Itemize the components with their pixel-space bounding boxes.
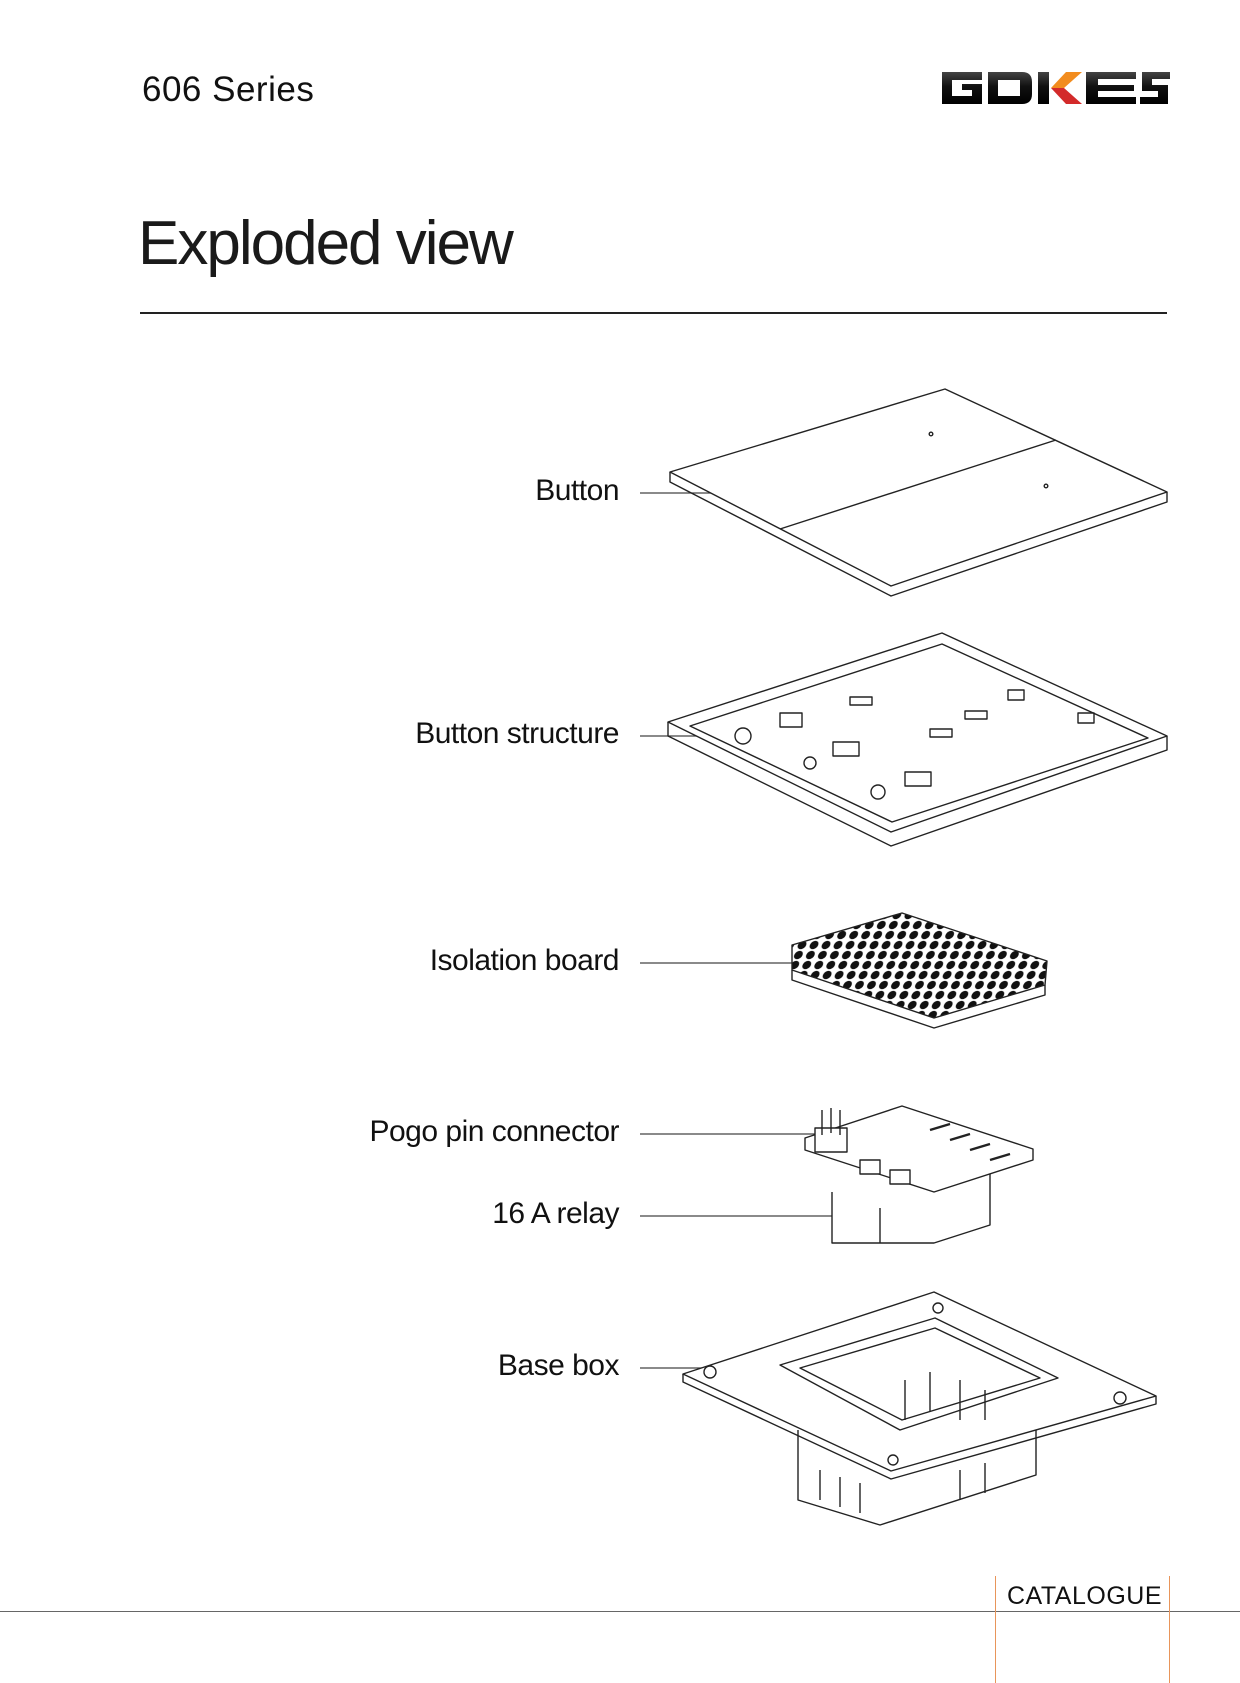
footer-divider-left: [995, 1576, 996, 1683]
footer-section-label: CATALOGUE: [1007, 1582, 1162, 1610]
button-structure-part: [667, 632, 1168, 847]
label-16a-relay: 16 A relay: [492, 1197, 619, 1230]
footer-rule: [0, 1611, 1240, 1612]
title-divider: [140, 312, 1167, 314]
leader-lines: [640, 492, 848, 1369]
label-base-box: Base box: [497, 1349, 620, 1382]
footer-divider-right: [1169, 1576, 1170, 1683]
pogo-pins: [814, 1108, 848, 1153]
gdkes-logo: [942, 72, 1170, 104]
base-box-part: [682, 1291, 1157, 1526]
relay-module-part: [804, 1105, 1034, 1244]
isolation-board-part: [791, 912, 1048, 1029]
label-button: Button: [535, 474, 619, 507]
label-pogo-pin-connector: Pogo pin connector: [369, 1115, 619, 1148]
label-isolation-board: Isolation board: [429, 944, 620, 977]
series-title: 606 Series: [142, 70, 315, 109]
button-part: [669, 388, 1168, 597]
label-button-structure: Button structure: [415, 717, 619, 750]
page-title: Exploded view: [138, 209, 514, 278]
